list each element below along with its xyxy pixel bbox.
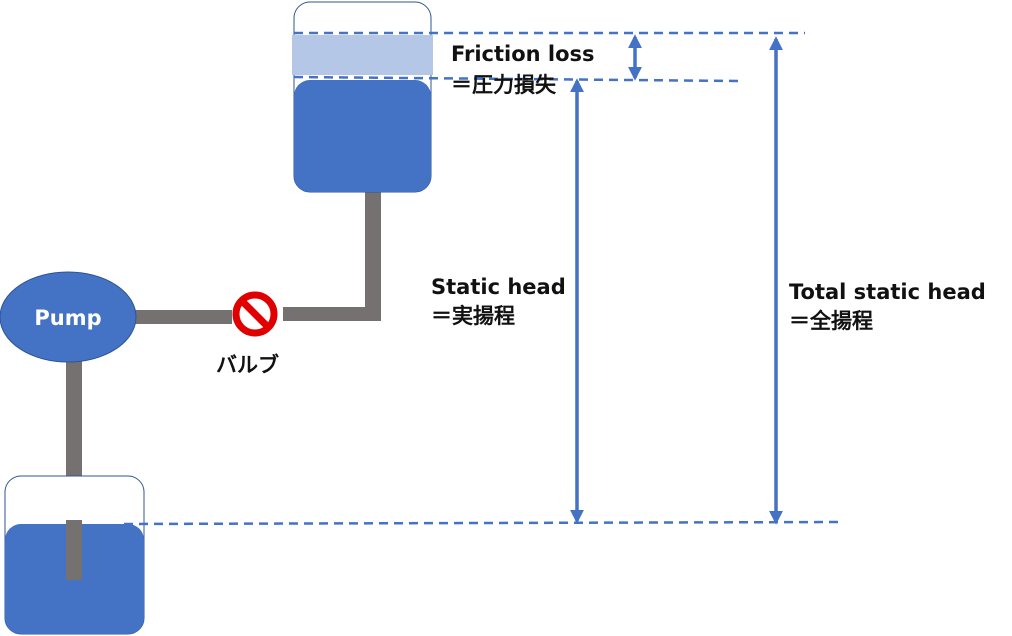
total-static-head-jp-label: ＝全揚程 bbox=[789, 309, 873, 333]
static-head-label: Static head bbox=[431, 275, 566, 299]
reference-lines bbox=[123, 31, 839, 526]
upper-tank bbox=[292, 1, 433, 193]
friction-loss-jp-label: ＝圧力損失 bbox=[451, 73, 557, 97]
dimension-arrows bbox=[570, 34, 783, 525]
lower-tank bbox=[4, 475, 145, 635]
prohibited-valve-icon bbox=[232, 291, 278, 337]
pump-label: Pump bbox=[34, 306, 101, 330]
friction-loss-band bbox=[292, 35, 433, 75]
suction-level-line bbox=[123, 520, 839, 526]
upper-tank-water bbox=[294, 80, 431, 192]
static-head-jp-label: ＝実揚程 bbox=[431, 304, 515, 328]
friction-loss-label: Friction loss bbox=[451, 42, 595, 66]
pump-body bbox=[0, 271, 137, 363]
pump: Pump bbox=[0, 271, 137, 363]
valve-label: バルブ bbox=[216, 353, 279, 377]
total-static-head-label: Total static head bbox=[789, 280, 986, 304]
